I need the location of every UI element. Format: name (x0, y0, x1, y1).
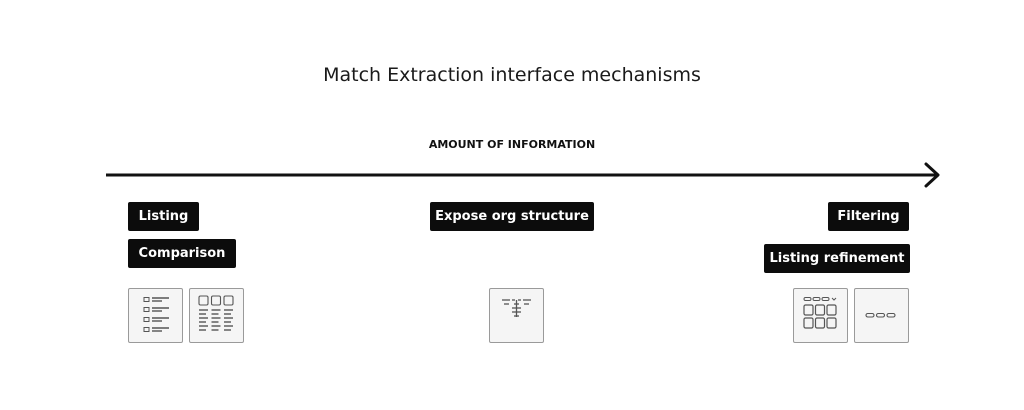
diagram-title: Match Extraction interface mechanisms (323, 64, 701, 86)
tag-comparison: Comparison (128, 239, 236, 268)
tag-listing: Listing (128, 202, 199, 231)
axis-arrow (106, 162, 940, 188)
tag-expose-org-structure: Expose org structure (430, 202, 594, 231)
org-structure-icon (489, 288, 544, 343)
refinement-pills-icon (854, 288, 909, 343)
filter-grid-icon (793, 288, 848, 343)
tag-listing-refinement: Listing refinement (764, 244, 910, 273)
list-view-icon (128, 288, 183, 343)
axis-label: AMOUNT OF INFORMATION (428, 138, 596, 151)
tag-filtering: Filtering (828, 202, 909, 231)
comparison-grid-icon (189, 288, 244, 343)
